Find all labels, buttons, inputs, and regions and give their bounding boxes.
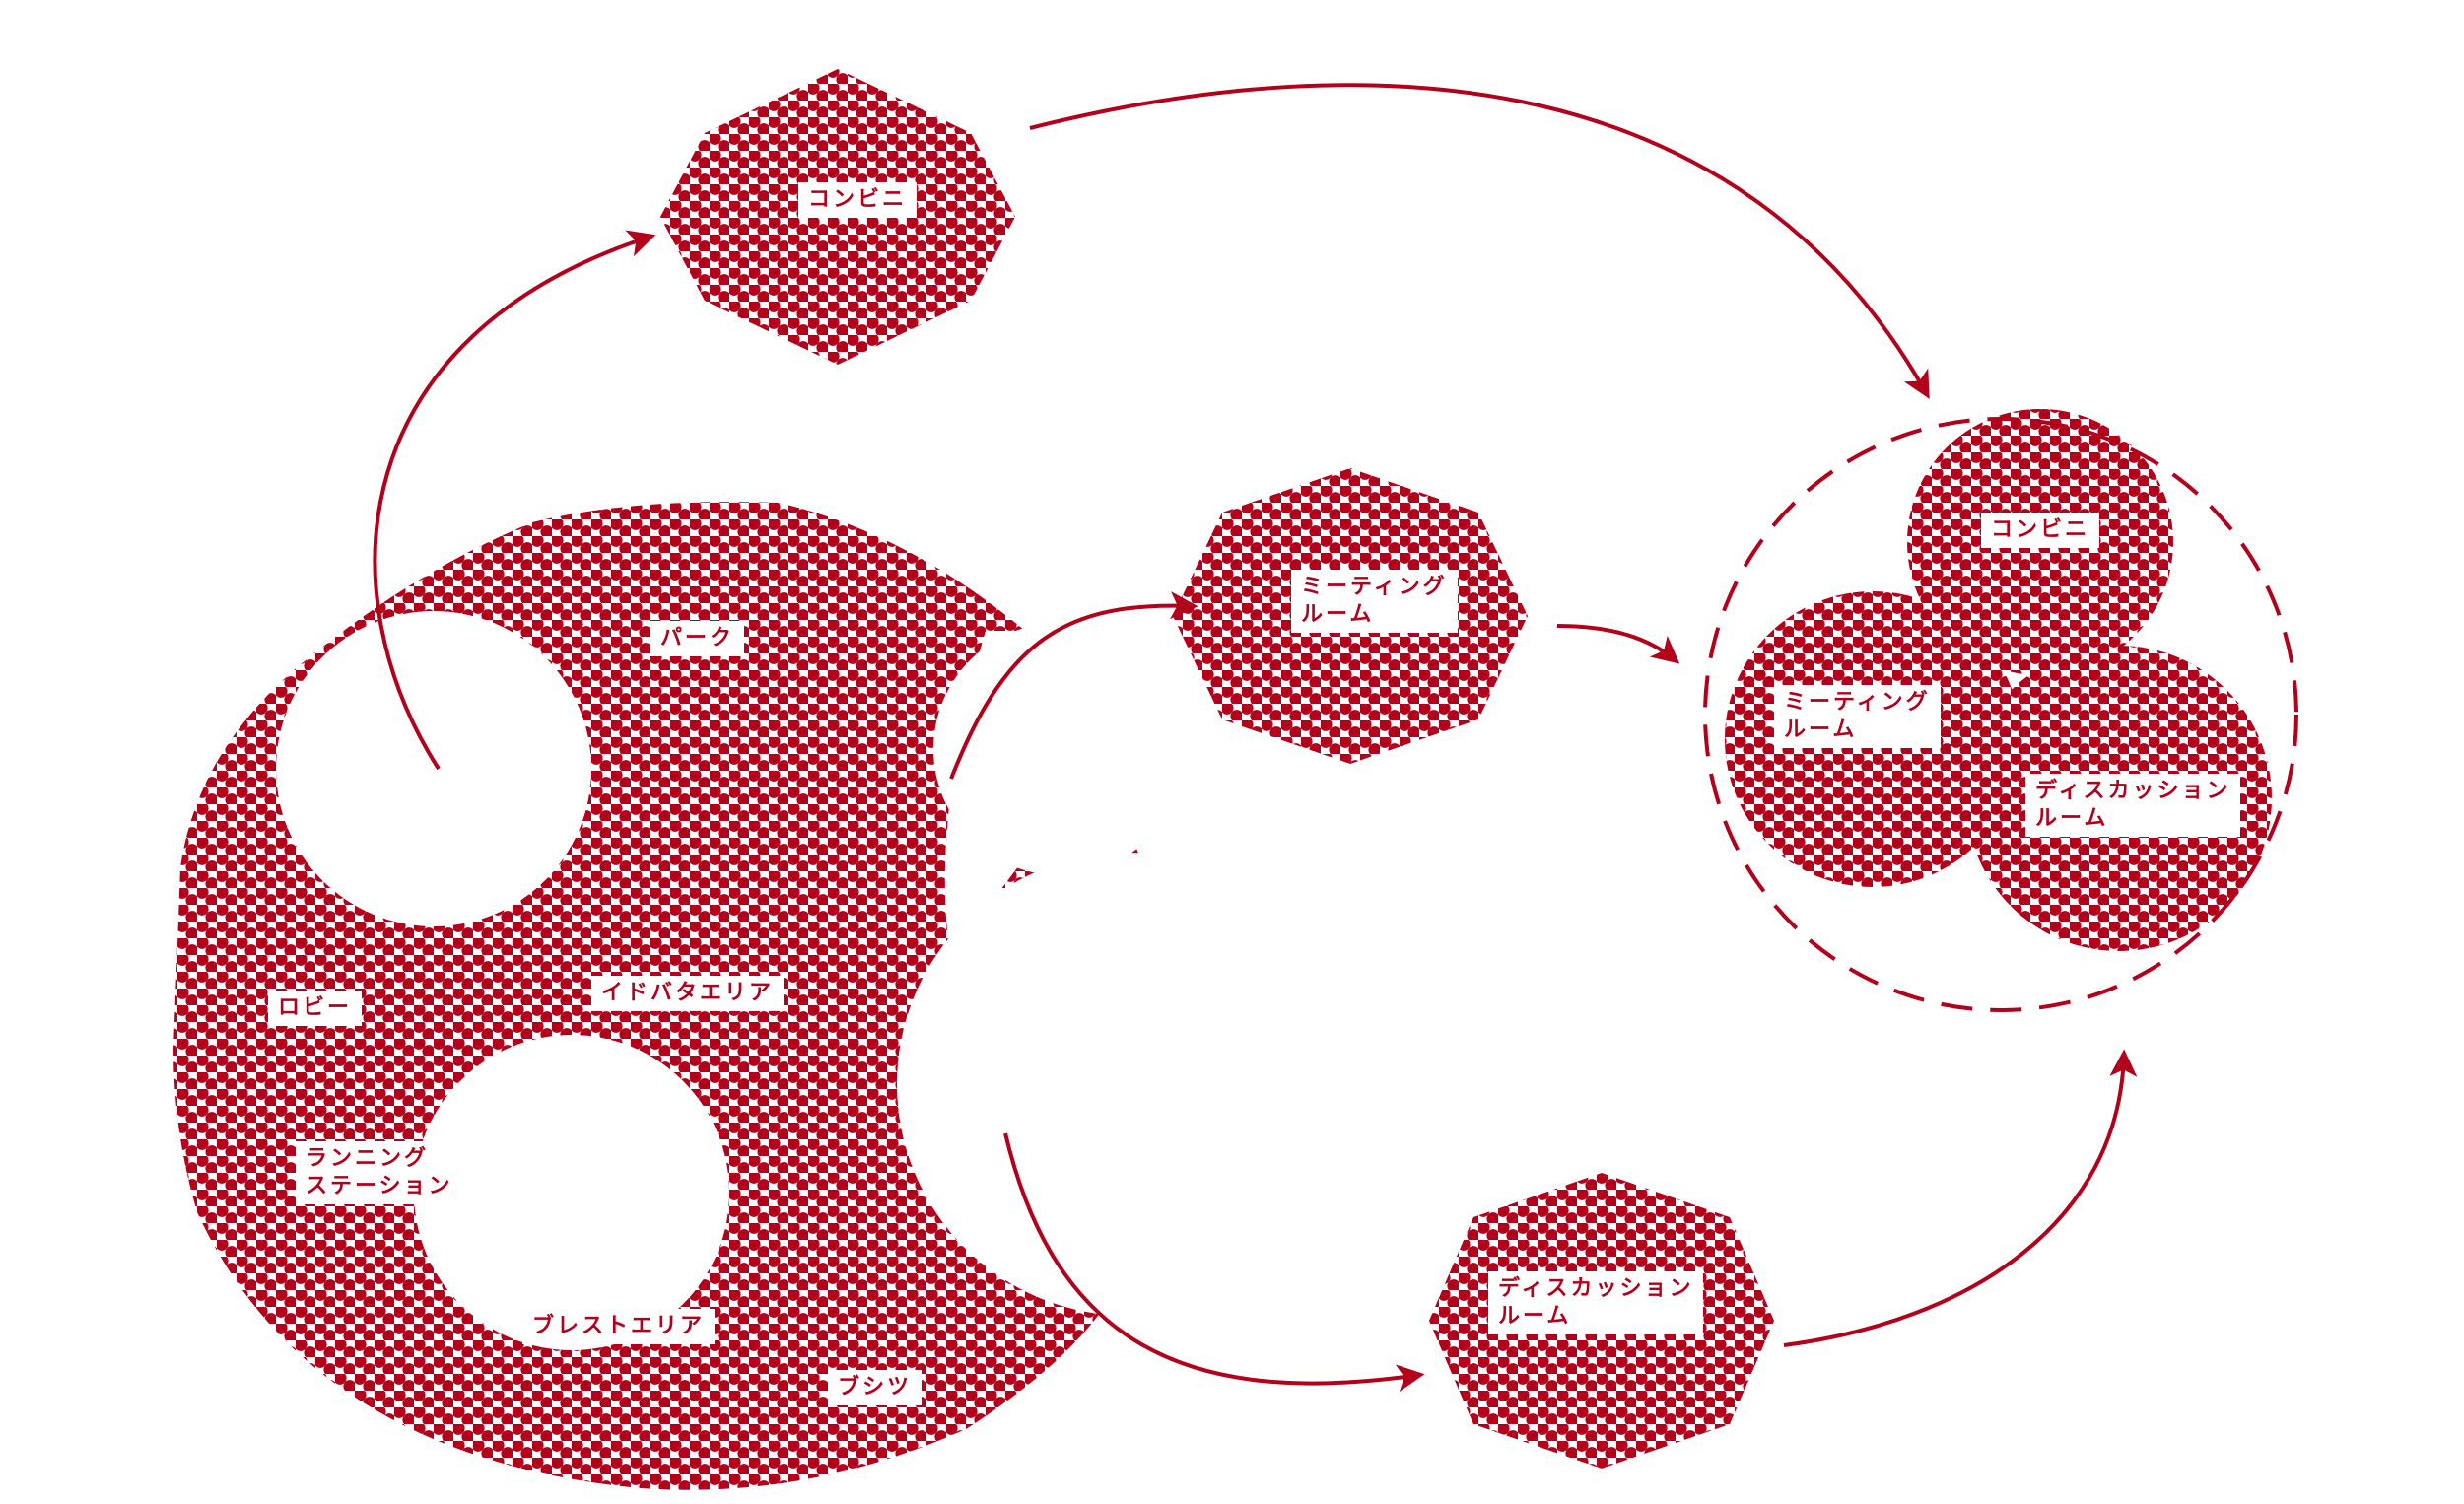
- label-combined-meeting-room: ミーティング ルーム: [1774, 685, 1941, 748]
- label-lobby-text: ロビー: [278, 995, 353, 1020]
- label-idobata-area-text: イドバタエリア: [601, 981, 775, 1005]
- label-discussion-room: ディスカッション ルーム: [1488, 1271, 1704, 1334]
- label-bushitsu: ブシツ: [828, 1370, 923, 1405]
- label-running-line-1: ランニング: [306, 1146, 430, 1171]
- arrow-brest-to-discussion: [1003, 1132, 1425, 1393]
- label-brest-area-text: ブレストエリア: [532, 1314, 706, 1338]
- arrow-meeting-to-combined: [1556, 624, 1680, 664]
- label-combined-discussion-room: ディスカッション ルーム: [2025, 774, 2241, 837]
- label-lobby: ロビー: [268, 991, 363, 1026]
- arrow-lobby-to-convenience: [373, 230, 656, 771]
- label-meeting-room: ミーティング ルーム: [1291, 570, 1458, 633]
- label-combined-discussion-line-2: ルーム: [2035, 806, 2109, 831]
- arrow-park-to-meeting: [949, 591, 1198, 780]
- label-top-convenience-text: コンビニ: [808, 187, 908, 212]
- label-combined-convenience: コンビニ: [1981, 513, 2100, 548]
- label-combined-meeting-line-1: ミーティング: [1784, 690, 1931, 715]
- label-top-convenience: コンビニ: [798, 182, 918, 218]
- label-running-station: ランニング ステーション: [296, 1141, 463, 1204]
- label-meeting-line-1: ミーティング: [1301, 575, 1448, 599]
- label-park: パーク: [650, 621, 745, 656]
- label-discussion-line-2: ルーム: [1498, 1304, 1572, 1329]
- label-meeting-line-2: ルーム: [1301, 602, 1375, 627]
- label-running-line-2: ステーション: [306, 1174, 453, 1198]
- label-idobata-area: イドバタエリア: [591, 976, 785, 1011]
- label-combined-discussion-line-1: ディスカッション: [2035, 779, 2231, 803]
- arrow-convenience-to-combined: [1029, 83, 1930, 399]
- arrow-discussion-to-combined: [1783, 1049, 2138, 1347]
- label-park-text: パーク: [660, 626, 735, 650]
- label-bushitsu-text: ブシツ: [838, 1375, 913, 1400]
- label-combined-convenience-text: コンビニ: [1991, 517, 2090, 542]
- label-brest-area: ブレストエリア: [522, 1309, 716, 1344]
- label-discussion-line-1: ディスカッション: [1498, 1276, 1694, 1301]
- combined-spaces-boundary: [1703, 417, 2298, 1012]
- label-combined-meeting-line-2: ルーム: [1784, 718, 1858, 742]
